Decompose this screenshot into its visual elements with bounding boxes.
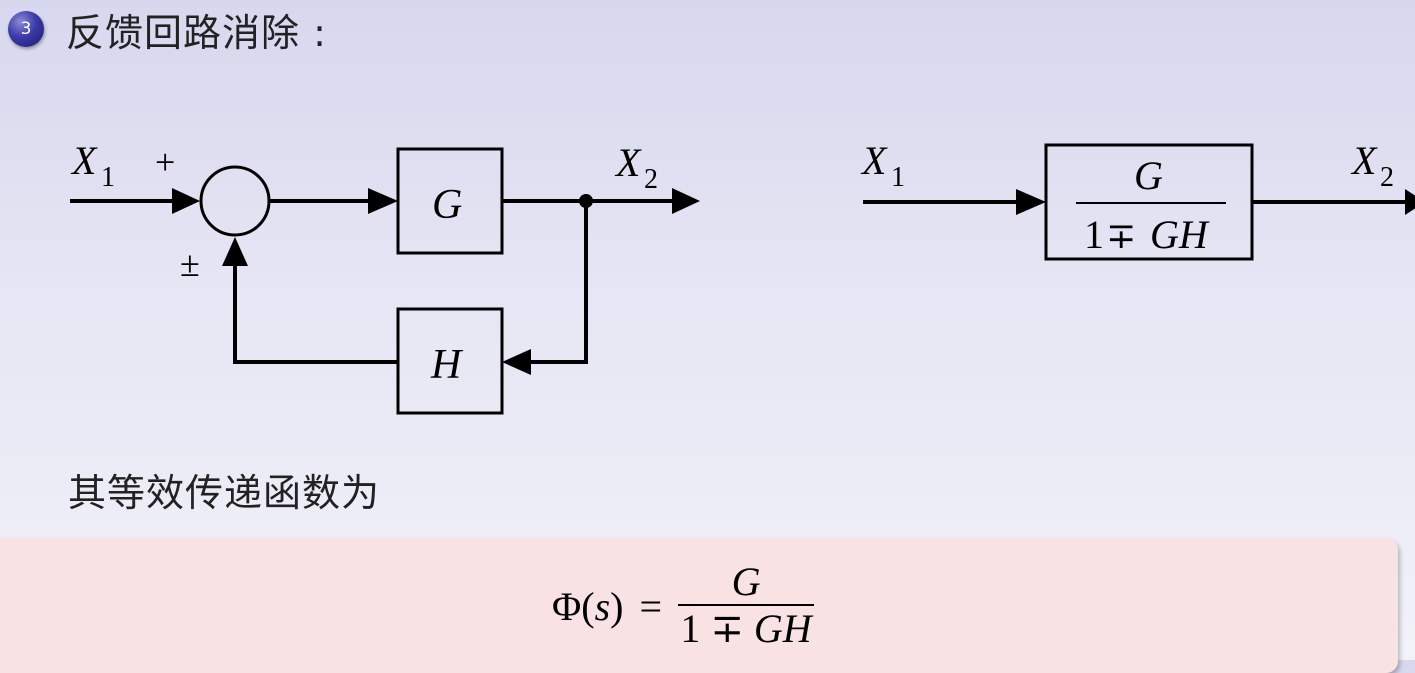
bullet-number-icon: 3 bbox=[8, 11, 44, 47]
formula-den-one: 1 bbox=[680, 606, 701, 651]
feedback-block-label: H bbox=[430, 342, 464, 388]
equiv-den-sign: ∓ bbox=[1106, 216, 1136, 256]
equivalent-diagram: X 1 G 1 ∓ GH X 2 bbox=[860, 138, 1415, 261]
formula-numerator: G bbox=[731, 559, 761, 604]
heading-title: 反馈回路消除 : bbox=[66, 10, 327, 55]
right-input-subscript: 1 bbox=[891, 162, 905, 193]
left-input-subscript: 1 bbox=[101, 162, 115, 193]
input-arrow-icon bbox=[172, 188, 200, 214]
summing-junction bbox=[199, 165, 271, 237]
right-output-label: X bbox=[1350, 138, 1378, 183]
g-input-arrow-icon bbox=[368, 188, 398, 214]
formula-fraction-bar bbox=[678, 604, 815, 606]
equiv-den-one: 1 bbox=[1084, 212, 1104, 257]
left-output-label: X bbox=[614, 140, 642, 185]
formula-close-paren: ) bbox=[610, 583, 624, 629]
plus-sign: + bbox=[155, 142, 175, 182]
left-input-label: X bbox=[70, 138, 98, 183]
block-diagram: X 1 + ± G H X 2 X 1 G 1 ∓ GH X 2 bbox=[70, 138, 1415, 415]
heading: 3 反馈回路消除 : bbox=[8, 5, 327, 55]
feedback-sign: ± bbox=[180, 244, 200, 284]
bullet-number: 3 bbox=[20, 19, 32, 39]
forward-block-label: G bbox=[432, 182, 462, 228]
feedback-return-line bbox=[233, 264, 398, 364]
output-arrow-icon bbox=[672, 188, 700, 214]
formula-equals: = bbox=[639, 583, 663, 629]
feedback-loop-diagram: X 1 + ± G H X 2 bbox=[70, 138, 700, 415]
formula-var: s bbox=[594, 583, 611, 629]
equiv-numerator: G bbox=[1134, 153, 1163, 198]
formula-fraction: G 1 ∓ GH bbox=[678, 559, 815, 652]
right-input-label: X bbox=[860, 138, 888, 183]
equiv-den-gh: GH bbox=[1150, 212, 1210, 257]
left-output-subscript: 2 bbox=[644, 164, 658, 195]
formula-den-sign: ∓ bbox=[710, 606, 744, 651]
equivalent-transfer-text: 其等效传递函数为 bbox=[68, 471, 381, 515]
right-output-subscript: 2 bbox=[1380, 162, 1394, 193]
formula-denominator: 1 ∓ GH bbox=[680, 606, 811, 652]
h-input-arrow-icon bbox=[502, 349, 531, 375]
feedback-path-line bbox=[530, 201, 588, 364]
formula-den-gh: GH bbox=[753, 606, 812, 651]
transfer-function-formula: Φ(s) = G 1 ∓ GH bbox=[552, 551, 815, 661]
formula-lhs: Φ(s) bbox=[552, 583, 623, 630]
feedback-arrow-icon bbox=[222, 237, 248, 266]
formula-phi: Φ( bbox=[552, 583, 595, 629]
equiv-output-arrow-icon bbox=[1405, 189, 1415, 215]
equiv-input-arrow-icon bbox=[1016, 189, 1046, 215]
